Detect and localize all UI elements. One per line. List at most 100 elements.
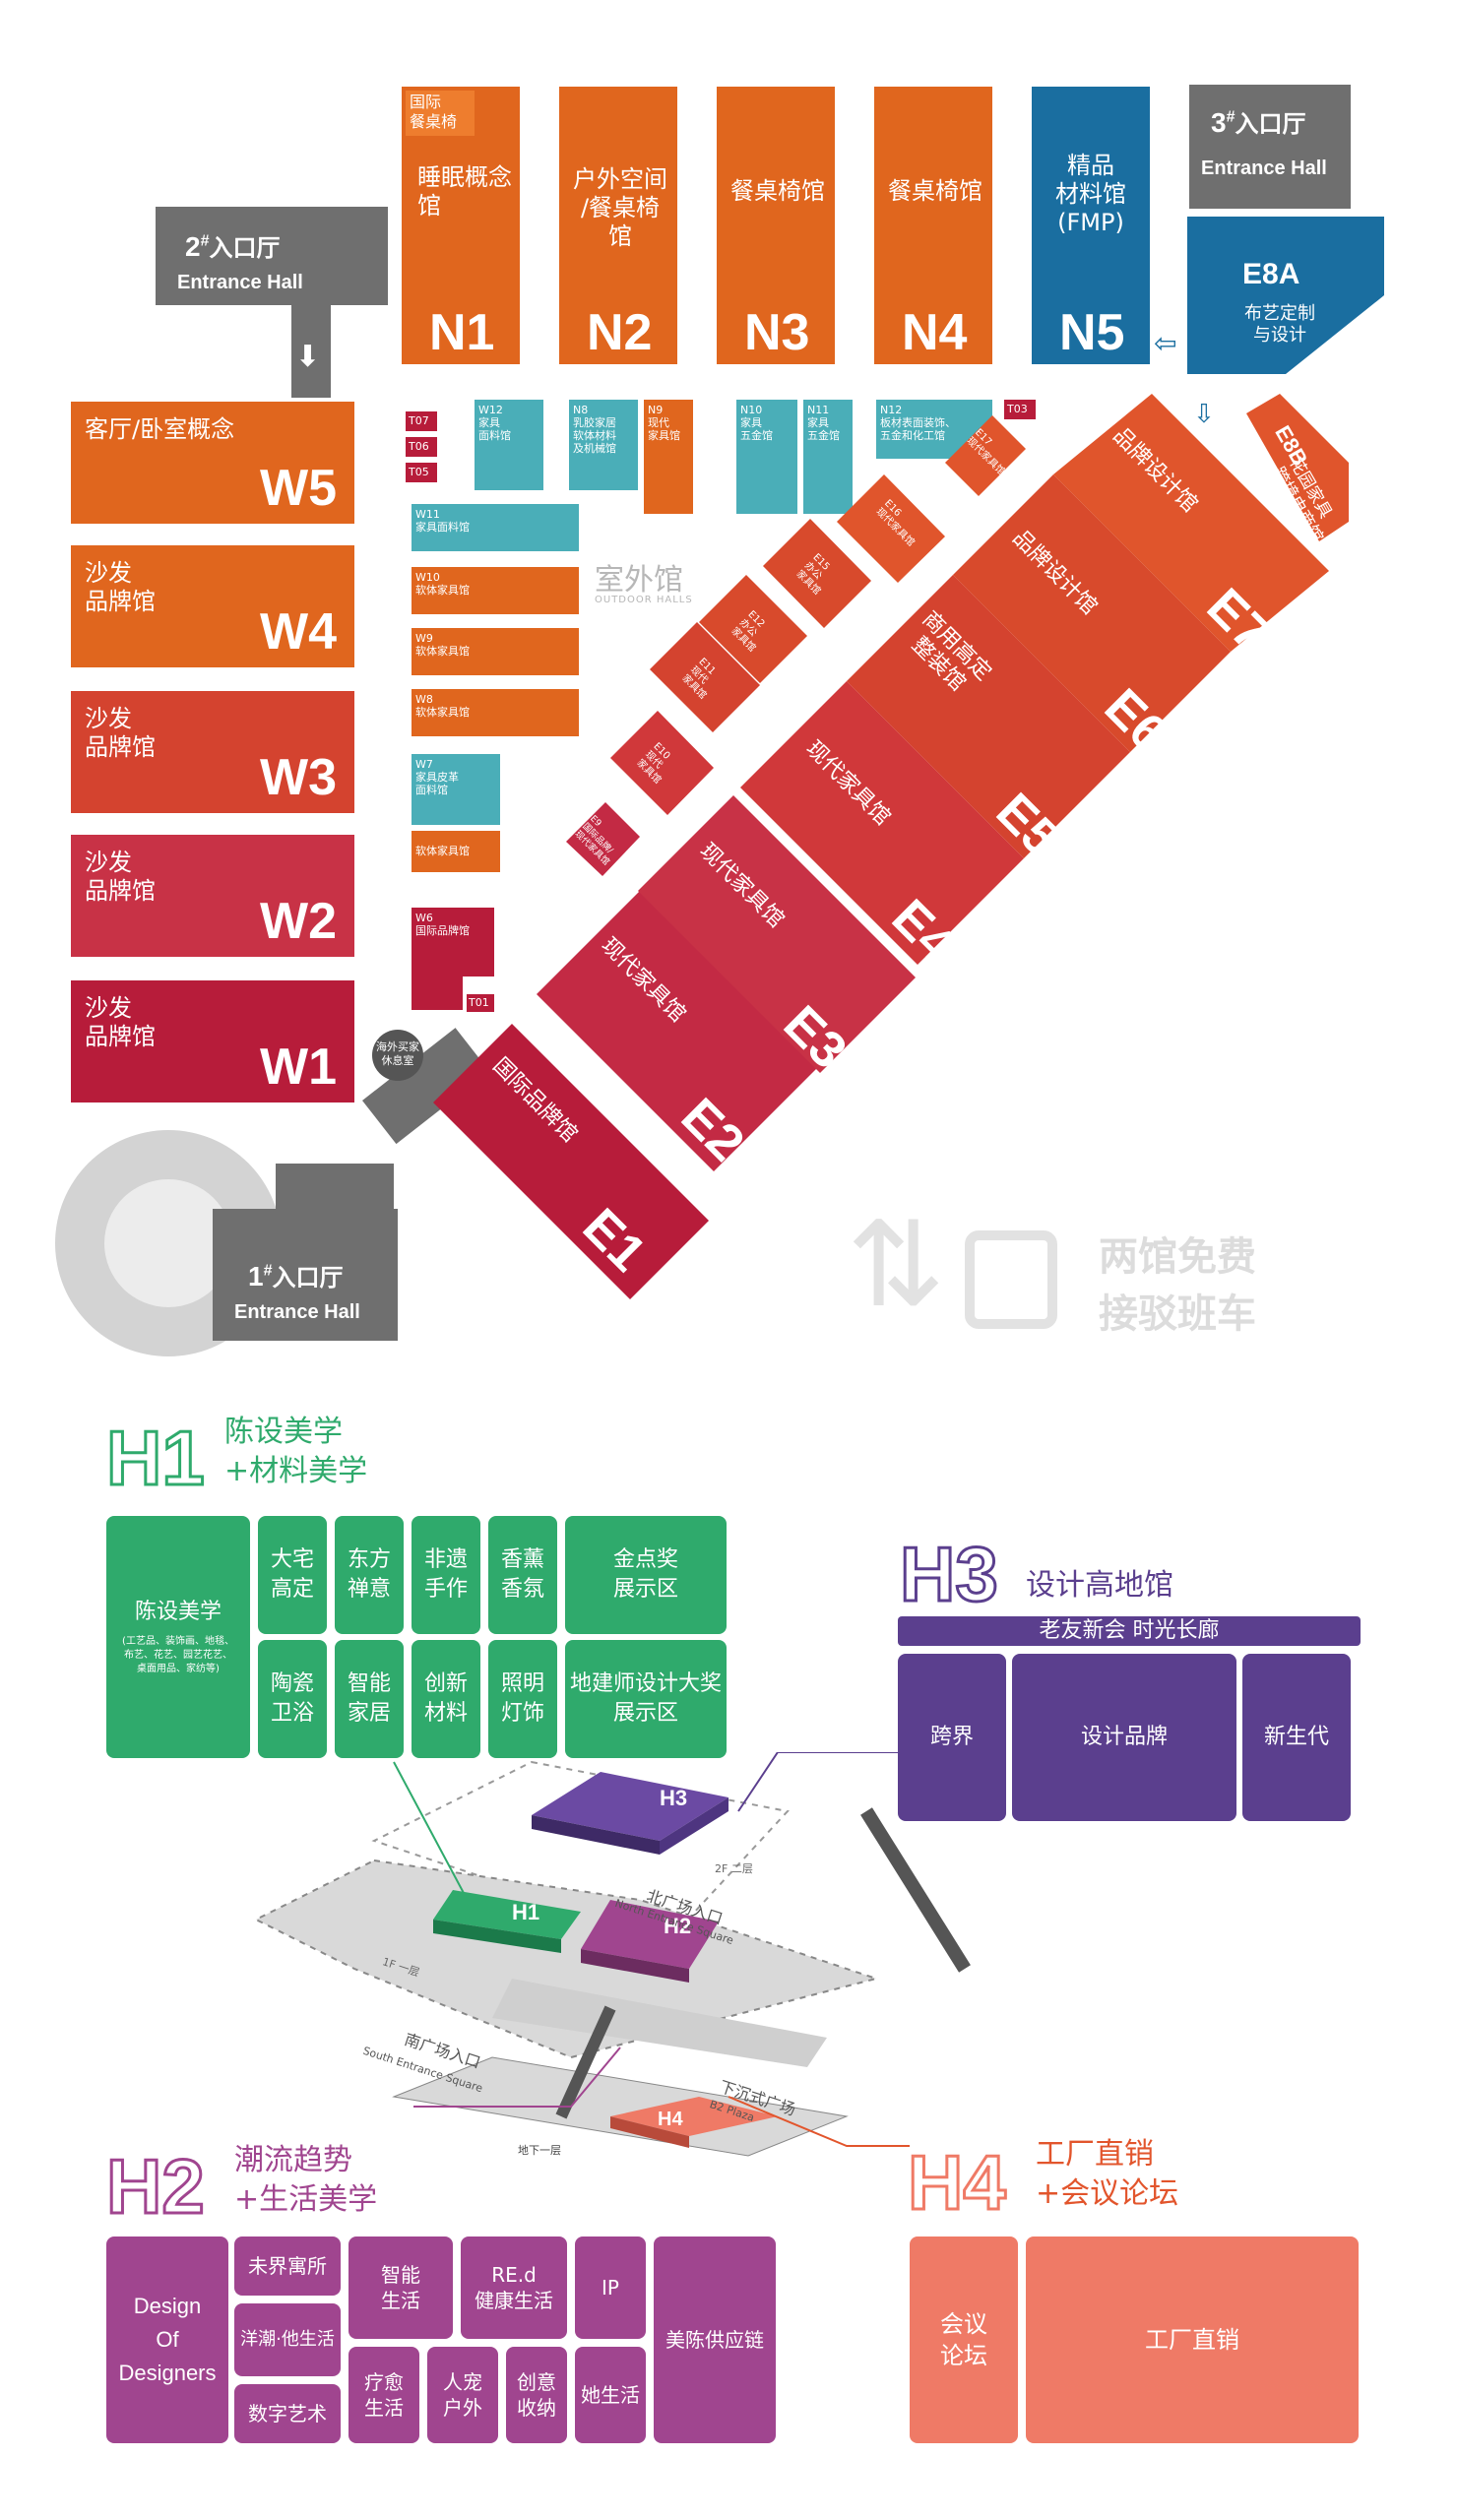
iso-building — [253, 1760, 971, 2157]
bus-icon — [965, 1230, 1057, 1329]
h2-cell-3: RE.d 健康生活 — [461, 2236, 567, 2339]
east-halls — [433, 394, 1349, 1299]
h1-cell-9: 照明 灯饰 — [488, 1640, 557, 1758]
h1-cell-3: 非遗 手作 — [412, 1516, 480, 1634]
hall-w9: W9 软体家具馆 — [412, 628, 579, 675]
outdoor-halls-label: 室外馆 — [595, 563, 683, 598]
h4-cell-1: 会议 论坛 — [910, 2236, 1018, 2443]
hall-e9 — [566, 802, 640, 876]
hall-w1: 沙发 品牌馆 W1 — [71, 980, 354, 1102]
entrance-1-en: Entrance Hall — [234, 1301, 360, 1323]
h3-cell-1: 跨界 — [898, 1654, 1006, 1821]
hall-n8: N8 乳胶家居 软体材料 及机械馆 — [569, 400, 638, 490]
hall-e1 — [433, 1024, 709, 1299]
overseas-buyer-lounge: 海外买家 休息室 — [372, 1030, 423, 1081]
entrance-2-num: 2 — [185, 231, 201, 262]
h3-banner: 老友新会 时光长廊 — [898, 1616, 1361, 1646]
hall-n3: 餐桌椅馆 N3 — [717, 87, 835, 364]
h4-code: H4 — [907, 2139, 1008, 2226]
h2-cell-9: 创意 收纳 — [506, 2347, 567, 2443]
h3-cell-3: 新生代 — [1242, 1654, 1351, 1821]
hall-e17 — [945, 415, 1026, 496]
h1-cell-4: 香薰 香氛 — [488, 1516, 557, 1634]
h2-code: H2 — [105, 2143, 207, 2230]
iso-h3-label: H3 — [660, 1786, 688, 1810]
hall-t01: T01 — [467, 994, 494, 1012]
entrance-2-en: Entrance Hall — [177, 272, 303, 293]
h4-cell-2: 工厂直销 — [1026, 2236, 1359, 2443]
h1-cell-2: 东方 禅意 — [335, 1516, 404, 1634]
iso-b1-label: 地下一层 — [518, 2144, 561, 2157]
hall-w11: W11 家具面料馆 — [412, 504, 579, 551]
hall-e4 — [740, 681, 1024, 965]
h1-cell-6: 陶瓷 卫浴 — [258, 1640, 327, 1758]
h2-cell-10: 她生活 — [575, 2347, 646, 2443]
h2-cell-2: 智能 生活 — [348, 2236, 453, 2339]
hall-n1: 国际 餐桌椅 睡眠概念馆 N1 — [402, 87, 520, 364]
hall-n11: N11 家具 五金馆 — [803, 400, 853, 514]
hall-n5: 精品 材料馆 (FMP) N5 — [1032, 87, 1150, 364]
shuttle-bus-icon: ⇅ — [847, 1197, 946, 1334]
h1-title-2: +材料美学 — [224, 1454, 368, 1488]
hall-w5: 客厅/卧室概念 W5 — [71, 402, 354, 524]
h2-title-1: 潮流趋势 — [234, 2143, 352, 2177]
arrow-down-icon: ⬇ — [295, 340, 321, 374]
h3-cell-2: 设计品牌 — [1012, 1654, 1236, 1821]
hall-w4: 沙发 品牌馆 W4 — [71, 545, 354, 667]
h2-cell-11: 数字艺术 — [234, 2384, 341, 2443]
hall-w2: 沙发 品牌馆 W2 — [71, 835, 354, 957]
hall-w8: W8 软体家具馆 — [412, 689, 579, 736]
leader-lines — [393, 1752, 910, 2147]
hall-w12: W12 家具 面料馆 — [475, 400, 543, 490]
hall-e5 — [847, 575, 1130, 858]
hall-w10: W10 软体家具馆 — [412, 567, 579, 614]
plaza-circle-inner — [104, 1179, 232, 1307]
hall-e2 — [537, 891, 817, 1171]
h2-cell-1: 未界寓所 — [234, 2236, 341, 2296]
n1-tag: 国际 餐桌椅 — [406, 91, 475, 136]
hall-w7: W7 家具皮革 面料馆 — [412, 754, 500, 825]
entrance-hall-2: 2#入口厅 Entrance Hall — [156, 207, 388, 305]
outdoor-halls-en: OUTDOOR HALLS — [595, 595, 693, 605]
entrance-3-en: Entrance Hall — [1201, 158, 1327, 179]
hall-n2: 户外空间 /餐桌椅馆 N2 — [559, 87, 677, 364]
h4-title-2: +会议论坛 — [1036, 2176, 1179, 2211]
h2-main: Design Of Designers — [106, 2236, 228, 2443]
iso-h2-label: H2 — [664, 1914, 692, 1938]
hall-e16 — [837, 474, 945, 583]
hall-e3 — [638, 795, 916, 1073]
h2-cell-8: 人宠 户外 — [427, 2347, 498, 2443]
hall-w7b: 软体家具馆 — [412, 831, 500, 872]
hall-e6 — [953, 474, 1231, 752]
hall-t03: T03 — [1004, 400, 1036, 419]
iso-h4-label: H4 — [658, 2109, 683, 2130]
hall-t06: T06 — [406, 437, 437, 457]
hall-t07: T07 — [406, 411, 437, 431]
hall-t05: T05 — [406, 463, 437, 482]
h1-main: 陈设美学 (工艺品、装饰画、地毯、 布艺、花艺、园艺花艺、 桌面用品、家纺等) — [106, 1516, 250, 1758]
shuttle-text-2: 接驳班车 — [1099, 1292, 1256, 1337]
arrow-right-icon: ➔ — [347, 307, 372, 342]
h1-title-1: 陈设美学 — [224, 1415, 343, 1449]
hall-w3: 沙发 品牌馆 W3 — [71, 691, 354, 813]
hall-e8a — [1187, 217, 1384, 374]
hall-e10 — [610, 711, 714, 815]
h2-title-2: +生活美学 — [234, 2182, 378, 2217]
entrance-hall-1: 1#入口厅 Entrance Hall — [213, 1209, 398, 1341]
walkway-e2-w5 — [291, 305, 331, 398]
arrow-left-icon: ⇦ — [1154, 327, 1177, 359]
hall-e15 — [763, 519, 871, 628]
iso-h1-label: H1 — [512, 1900, 540, 1924]
e8a-code: E8A — [1242, 258, 1300, 290]
h2-cell-6: 洋潮·他生活 — [234, 2303, 341, 2376]
iso-2f-label: 2F 二层 — [715, 1862, 753, 1875]
h1-code: H1 — [105, 1415, 207, 1501]
hall-n9: N9 现代 家具馆 — [644, 400, 693, 514]
h4-title-1: 工厂直销 — [1036, 2137, 1154, 2172]
h1-cell-10: 地建师设计大奖 展示区 — [565, 1640, 727, 1758]
hall-e7 — [1053, 394, 1329, 652]
arrow-down-icon-2: ⇩ — [1193, 400, 1215, 429]
shuttle-text-1: 两馆免费 — [1099, 1234, 1256, 1280]
hall-e12 — [699, 575, 807, 683]
entrance-hall-3: 3#入口厅 Entrance Hall — [1189, 85, 1351, 209]
